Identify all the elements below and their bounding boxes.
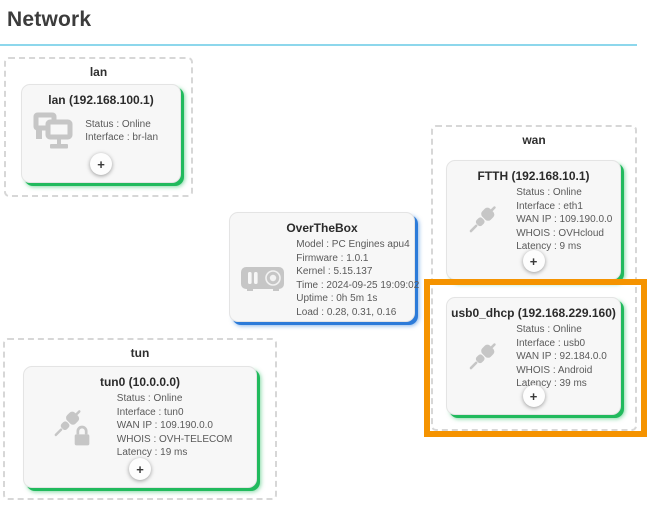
- detail-line: Latency : 9 ms: [516, 241, 582, 252]
- group-wan-label: wan: [522, 133, 546, 147]
- detail-line: Firmware : 1.0.1: [296, 252, 369, 264]
- card-overthebox-title: OverTheBox: [286, 221, 358, 235]
- detail-line: Status : Online: [516, 324, 582, 335]
- lan-icon: [22, 110, 85, 152]
- group-lan-label: lan: [89, 65, 108, 79]
- detail-line: Latency : 39 ms: [516, 378, 587, 389]
- detail-line: Kernel : 5.15.137: [296, 266, 373, 277]
- card-lan-expand-button[interactable]: +: [90, 153, 112, 175]
- detail-line: Latency : 19 ms: [116, 447, 188, 458]
- detail-line: Status : Online: [85, 118, 151, 130]
- plug-lock-icon: [24, 404, 117, 448]
- card-overthebox-details: Model : PC Engines apu4 Firmware : 1.0.1…: [296, 238, 423, 319]
- detail-line: WAN IP : 92.184.0.0: [516, 351, 607, 362]
- title-divider: [0, 44, 637, 46]
- detail-line: Model : PC Engines apu4: [296, 239, 410, 250]
- plug-icon: [447, 336, 516, 378]
- card-tun0[interactable]: tun0 (10.0.0.0) Status: [23, 366, 257, 488]
- detail-line: Interface : br-lan: [85, 132, 158, 143]
- page-title: Network: [7, 8, 92, 31]
- detail-line: Interface : eth1: [516, 200, 583, 212]
- detail-line: Status : Online: [116, 393, 183, 404]
- card-lan[interactable]: lan (192.168.100.1) Status : Online: [21, 84, 181, 183]
- group-wan: wan FTTH (192.168.10.1) Status : Onl: [431, 125, 637, 431]
- detail-line: WHOIS : Android: [516, 364, 593, 376]
- card-overthebox[interactable]: OverTheBox Model : PC Engines apu4 Firmw…: [229, 212, 419, 322]
- group-tun: tun tun0 (10.0.0.0): [3, 338, 277, 500]
- detail-line: Uptime : 0h 5m 1s: [296, 293, 378, 304]
- detail-line: WAN IP : 109.190.0.0: [116, 420, 213, 431]
- card-lan-details: Status : Online Interface : br-lan: [85, 118, 180, 145]
- detail-line: WHOIS : OVHcloud: [516, 227, 604, 239]
- card-usb0-dhcp[interactable]: usb0_dhcp (192.168.229.160) Status : Onl…: [446, 297, 621, 415]
- group-lan: lan lan (192.168.100.1) Status: [4, 57, 193, 197]
- detail-line: WAN IP : 109.190.0.0: [516, 214, 613, 225]
- detail-line: Time : 2024-09-25 19:09:02: [296, 279, 420, 291]
- card-lan-title: lan (192.168.100.1): [48, 93, 154, 107]
- detail-line: Load : 0.28, 0.31, 0.16: [296, 306, 397, 318]
- card-tun0-details: Status : Online Interface : tun0 WAN IP …: [117, 392, 256, 460]
- card-usb0-dhcp-expand-button[interactable]: +: [522, 385, 545, 407]
- plug-icon: [447, 199, 516, 241]
- card-ftth-details: Status : Online Interface : eth1 WAN IP …: [516, 186, 620, 254]
- detail-line: Interface : usb0: [516, 337, 586, 349]
- detail-line: Status : Online: [516, 187, 582, 198]
- card-ftth-expand-button[interactable]: +: [522, 250, 545, 272]
- card-usb0-dhcp-title: usb0_dhcp (192.168.229.160): [451, 306, 616, 320]
- detail-line: WHOIS : OVH-TELECOM: [116, 433, 233, 445]
- card-usb0-dhcp-details: Status : Online Interface : usb0 WAN IP …: [516, 323, 620, 391]
- card-tun0-title: tun0 (10.0.0.0): [99, 375, 181, 389]
- group-tun-label: tun: [130, 346, 150, 360]
- card-ftth[interactable]: FTTH (192.168.10.1) Status : Online In: [446, 160, 621, 280]
- router-icon: [230, 263, 296, 295]
- card-ftth-title: FTTH (192.168.10.1): [477, 169, 590, 183]
- detail-line: Interface : tun0: [116, 406, 184, 418]
- card-tun0-expand-button[interactable]: +: [129, 458, 151, 480]
